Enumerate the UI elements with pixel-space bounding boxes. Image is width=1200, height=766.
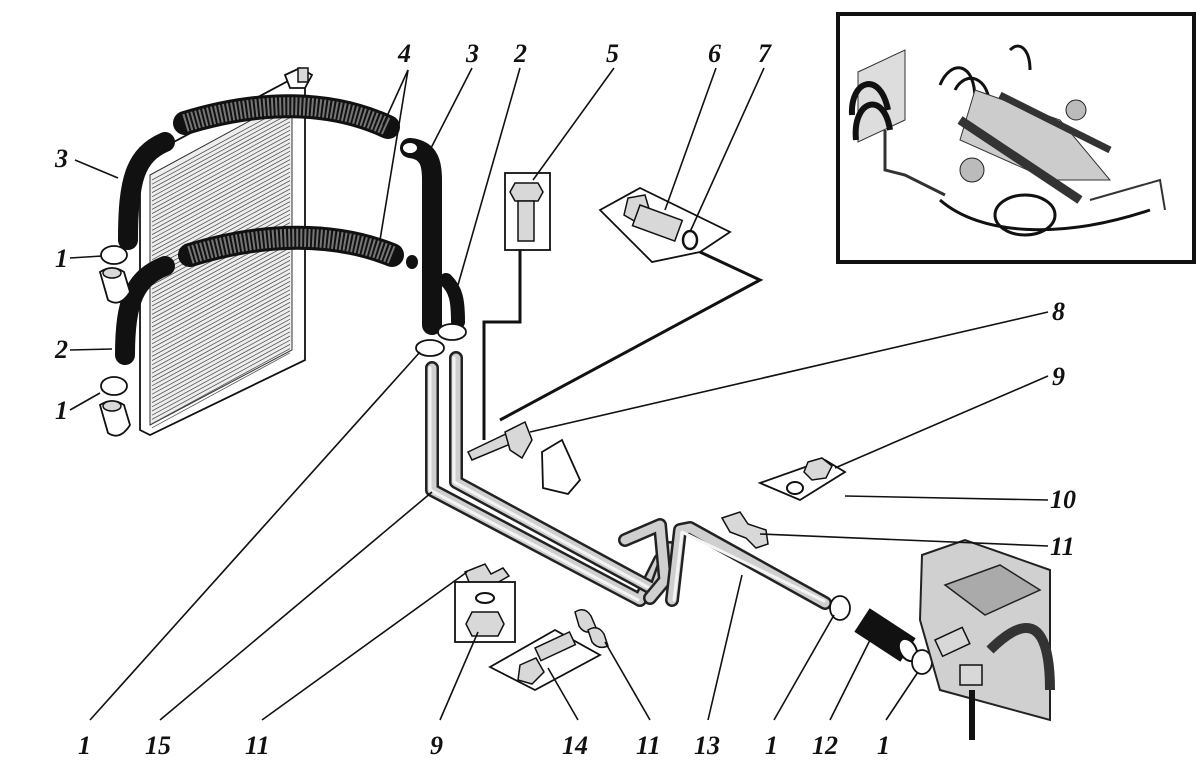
radiator-fin-line [151,155,291,231]
radiator-fin-line [151,251,291,328]
radiator-fin-line [151,318,291,395]
callout-1-left-b: 1 [55,396,68,425]
callout-13: 13 [694,731,720,760]
radiator-fin-line [151,108,291,185]
radiator-fin-line [151,310,291,387]
radiator-fin-line [151,239,291,315]
part-8-bracket [466,420,582,496]
callout-8: 8 [1052,297,1065,326]
callout-11-b1: 11 [245,731,270,760]
radiator-fin-line [151,268,291,345]
radiator-fin-line [151,335,291,412]
radiator-fin-line [151,159,291,235]
radiator-fin-line [151,134,291,210]
callout-15: 15 [145,731,171,760]
radiator-fin-line [151,121,291,198]
radiator-fin-line [151,176,291,252]
radiator-fin-line [151,285,291,361]
radiator-fin-line [151,192,291,269]
callout-9-right: 9 [1052,362,1065,391]
radiator-fin-line [151,184,291,261]
right-upper-hose [400,138,442,335]
radiator-fin-line [151,331,291,408]
radiator-fin-line [151,264,291,340]
radiator-fin-line [151,306,291,382]
part-5-bolt-box [482,172,551,440]
callout-labels: 4 3 2 5 6 7 3 1 2 1 8 9 10 11 1 15 11 9 … [54,39,1076,760]
radiator-fin-line [151,243,291,319]
part-6-7-plate [499,186,764,422]
callout-5: 5 [606,39,619,68]
radiator-fin-line [151,302,291,378]
radiator-fin-line [151,167,291,244]
left-lower-hose [115,256,175,365]
radiator-fin-line [151,352,291,429]
callout-12: 12 [812,731,838,760]
clamp-b2 [829,595,851,621]
callout-10: 10 [1050,485,1076,514]
radiator-fin-line [151,142,291,219]
radiator-fin-line [151,260,291,336]
radiator-fin-line [151,180,291,256]
corrugated-hose-upper [173,94,400,139]
callout-1-b2: 1 [765,731,778,760]
callout-1-b1: 1 [78,731,91,760]
radiator-fin-line [151,297,291,374]
radiator-fin-line [151,289,291,366]
radiator-fin-line [151,138,291,214]
callout-4-top: 4 [397,39,411,68]
left-clamp-lower [98,376,131,437]
radiator-fin-line [151,117,291,193]
radiator-fin-line [151,314,291,391]
inset-overview [836,12,1196,264]
callout-11-right: 11 [1050,532,1075,561]
radiator-fin-line [151,323,291,399]
radiator-fins [151,104,291,429]
left-clamp-upper [98,245,131,304]
radiator-fin-line [151,272,291,349]
callout-7: 7 [758,39,772,68]
leader-lines [69,67,1049,721]
radiator-fin-line [151,255,291,332]
callout-2-left: 2 [54,335,68,364]
pipe-15-return [618,518,672,605]
parts-9-10-11-right [720,457,847,549]
radiator-fin-line [151,276,291,353]
pipe-13 [665,521,832,610]
clamp-hose-3 [415,339,445,357]
callout-1-left-a: 1 [55,244,68,273]
callout-3-left: 3 [54,144,68,173]
radiator-fin-line [151,163,291,240]
radiator-fin-line [151,125,291,202]
radiator-fin-line [151,150,291,227]
radiator-fin-line [151,293,291,370]
radiator-fin-line [151,129,291,206]
callout-3-top: 3 [465,39,479,68]
corrugated-hose-lower [178,225,404,267]
radiator-fin-line [151,348,291,424]
left-upper-hose [118,132,175,250]
callout-11-b2: 11 [636,731,661,760]
radiator-fin-line [151,188,291,265]
callout-9-bottom: 9 [430,731,443,760]
callout-1-b3: 1 [877,731,890,760]
clamp-hose-2 [437,323,467,341]
radiator-fin-line [151,113,291,189]
right-lower-hose [439,273,465,329]
radiator-fin-line [151,281,291,357]
callout-6: 6 [708,39,721,68]
radiator [139,66,314,437]
callout-2-top: 2 [513,39,527,68]
radiator-fin-line [151,339,291,416]
pump-assembly [918,538,1055,740]
radiator-fin-line [151,247,291,324]
radiator-fin-line [151,146,291,223]
radiator-fin-line [151,171,291,248]
radiator-fin-line [151,327,291,403]
radiator-fin-line [151,344,291,420]
callout-14: 14 [562,731,588,760]
parts-9-11-bottom [454,563,516,643]
